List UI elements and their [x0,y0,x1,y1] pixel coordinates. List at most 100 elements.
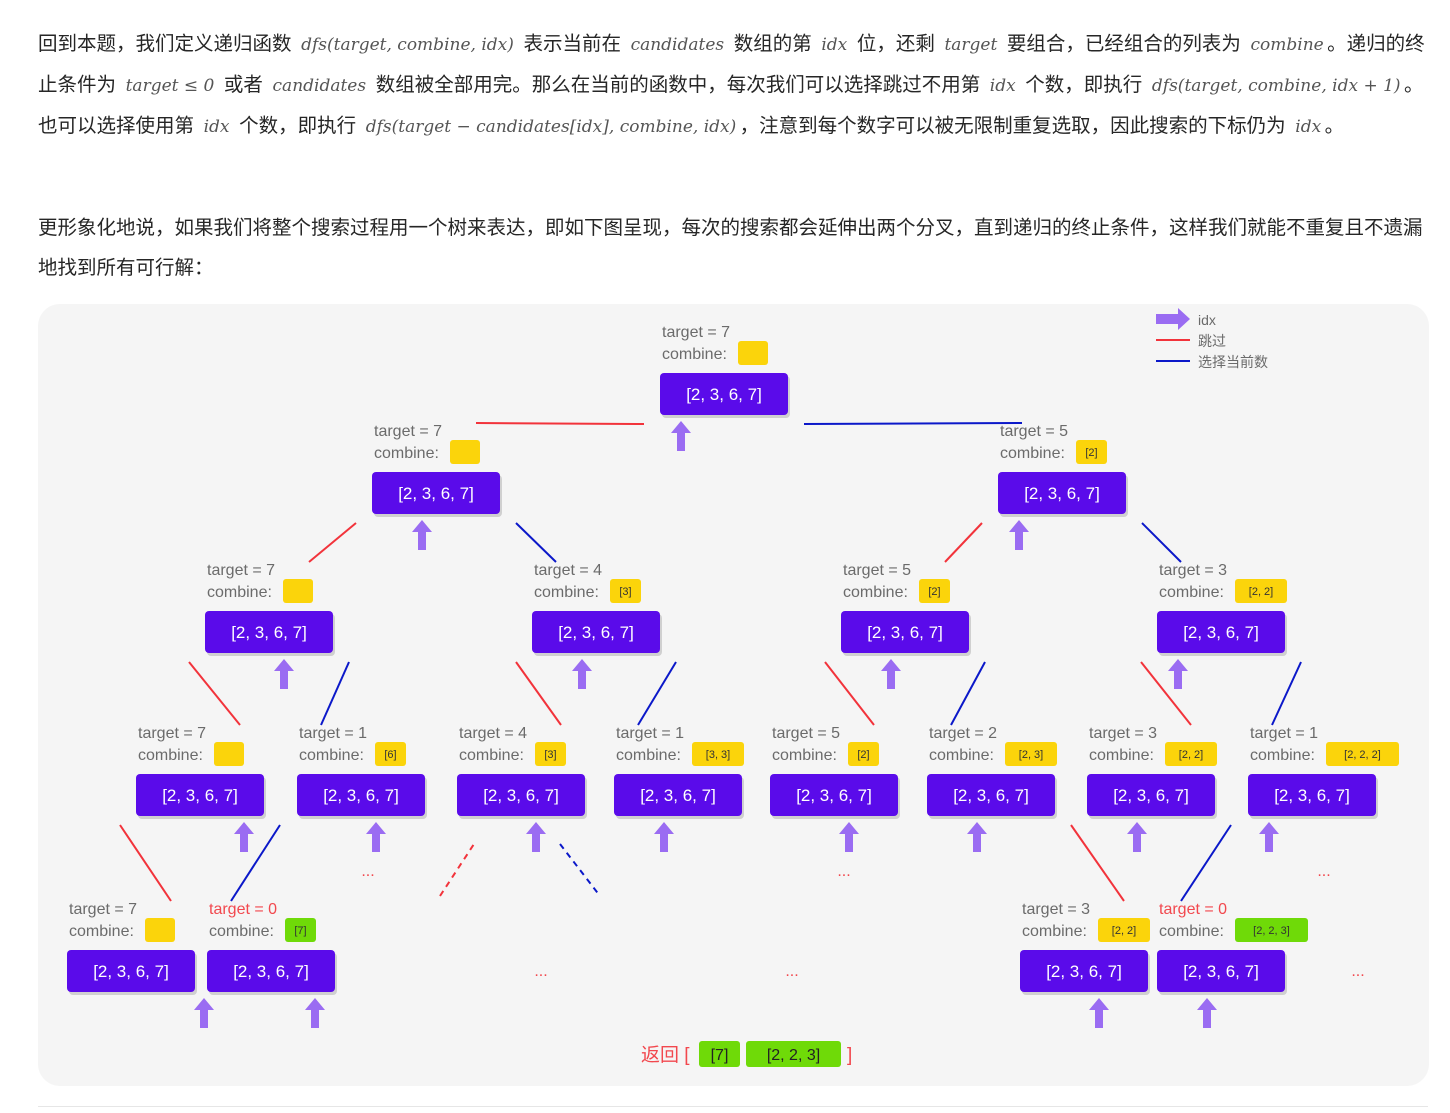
combine-chip-text: [2, 2, 3] [1253,925,1290,937]
text-run: 或者 [217,73,270,96]
skip-edge [119,824,172,902]
node-combine-label: combine: [1089,747,1154,764]
legend-idx-label: idx [1198,312,1216,328]
node-target-label: target = 0 [209,901,277,918]
result-chip-text: [2, 2, 3] [767,1047,820,1064]
combine-chip-text: [3] [619,586,631,598]
node-array-text: [2, 3, 6, 7] [1183,962,1259,981]
combine-chip-text: [2, 2] [1179,749,1203,761]
node-array-text: [2, 3, 6, 7] [796,786,872,805]
idx-arrow-icon [194,998,214,1028]
node-box [660,373,788,415]
combine-chip-text: [6] [384,749,396,761]
node-array-text: [2, 3, 6, 7] [1113,786,1189,805]
combine-chip [848,742,879,766]
node-combine-label: combine: [843,584,908,601]
node-box [297,774,425,816]
choose-edge [1141,522,1182,563]
text-run: 。递归的终止条件为 [38,32,1425,96]
idx-arrow-icon [234,822,254,852]
choose-edge [515,522,557,563]
node-target-label: target = 4 [459,725,527,742]
node-combine-label: combine: [299,747,364,764]
node-box [841,611,969,653]
math-expression: dfs(target − candidates[idx], combine, i… [362,117,740,137]
node-target-label: target = 3 [1022,901,1090,918]
node-array-text: [2, 3, 6, 7] [323,786,399,805]
combine-chip [535,742,566,766]
result-chip [699,1041,740,1067]
text-run: 个数，即执行 [1019,73,1149,96]
combine-chip-text: [2] [857,749,869,761]
combine-chip-text: [2, 3] [1019,749,1043,761]
node-target-label: target = 2 [929,725,997,742]
idx-arrow-icon [881,659,901,689]
math-expression: target ≤ 0 [122,76,218,96]
node-target-label: target = 5 [772,725,840,742]
math-expression: combine [1247,35,1328,55]
combine-chip-text: [2] [1085,447,1097,459]
combine-chip [450,440,480,464]
node-combine-label: combine: [459,747,524,764]
node-combine-label: combine: [374,445,439,462]
node-box [205,611,333,653]
skip-edge [944,522,983,563]
ellipsis: ... [785,963,798,980]
combine-chip [692,742,744,766]
node-box [927,774,1055,816]
node-combine-label: combine: [1022,923,1087,940]
node-box [457,774,585,816]
choose-edge [803,422,1023,425]
node-target-label: target = 4 [534,562,602,579]
node-combine-label: combine: [929,747,994,764]
text-run: ，注意到每个数字可以被无限制重复选取，因此搜索的下标仍为 [739,114,1292,137]
node-target-label: target = 3 [1159,562,1227,579]
node-target-label: target = 1 [299,725,367,742]
node-target-label: target = 1 [616,725,684,742]
node-combine-label: combine: [662,346,727,363]
node-combine-label: combine: [1159,923,1224,940]
skip-edge [475,422,645,425]
skip-edge [824,661,875,726]
node-box [532,611,660,653]
math-expression: dfs(target, combine, idx + 1) [1148,76,1404,96]
combine-chip [738,341,768,365]
node-array-text: [2, 3, 6, 7] [483,786,559,805]
combine-chip [285,918,316,942]
idx-arrow-icon [1168,659,1188,689]
idx-arrow-icon [366,822,386,852]
result-chip [746,1041,841,1067]
idx-arrow-icon [1259,822,1279,852]
node-target-label: target = 0 [1159,901,1227,918]
choose-edge [320,661,350,726]
node-combine-label: combine: [534,584,599,601]
text-run: 要组合，已经组合的列表为 [1000,32,1248,55]
node-box [770,774,898,816]
node-box [67,950,195,992]
text-run: 数组的第 [727,32,818,55]
combine-chip [375,742,406,766]
idx-arrow-icon [1127,822,1147,852]
skip-edge [308,522,357,563]
combine-chip [1098,918,1150,942]
combine-chip [1235,579,1287,603]
legend-choose-label: 选择当前数 [1198,354,1268,370]
combine-chip [1076,440,1107,464]
node-target-label: target = 7 [662,324,730,341]
text-run: 表示当前在 [517,32,628,55]
idx-arrow-icon [671,421,691,451]
combine-chip-text: [2, 2, 2] [1344,749,1381,761]
node-box [136,774,264,816]
choose-edge [950,661,986,726]
